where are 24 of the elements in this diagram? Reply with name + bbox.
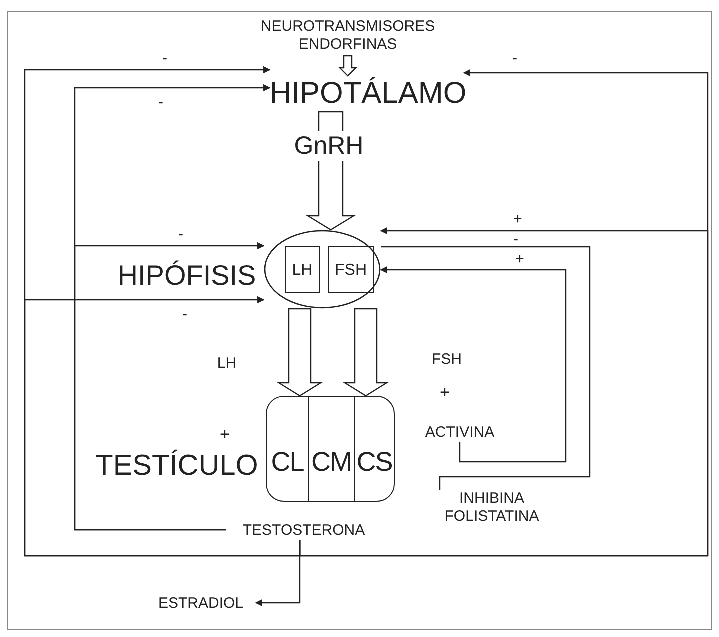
cell-type-label: CM (309, 397, 355, 501)
cell-type-label: CS (355, 397, 394, 501)
organ-label: HIPOTÁLAMO (270, 76, 464, 112)
input-label: NEUROTRANSMISORES ENDORFINAS (228, 18, 468, 56)
sign-label: + (219, 426, 231, 444)
hormone-label: TESTOSTERONA (226, 521, 382, 540)
pituitary-ellipse (264, 230, 381, 309)
block-arrow (342, 308, 390, 397)
cell-type-label: CL (267, 397, 309, 501)
organ-label: HIPÓFISIS (116, 260, 258, 292)
hormone-label: ESTRADIOL (146, 594, 256, 613)
feedback-arrow (380, 266, 567, 463)
sign-label: + (439, 384, 451, 402)
hormone-box: LH (285, 246, 320, 293)
block-arrow (276, 308, 324, 397)
feedback-arrow (24, 296, 301, 557)
feedback-arrow (74, 242, 265, 531)
testis-box (266, 396, 395, 502)
block-arrow (338, 55, 358, 77)
hormone-label: ACTIVINA (414, 423, 506, 442)
feedback-arrow (299, 227, 709, 557)
hormone-label: INHIBINA FOLISTATINA (428, 490, 556, 528)
hormone-box: FSH (328, 246, 374, 293)
organ-label: TESTÍCULO (94, 450, 260, 482)
